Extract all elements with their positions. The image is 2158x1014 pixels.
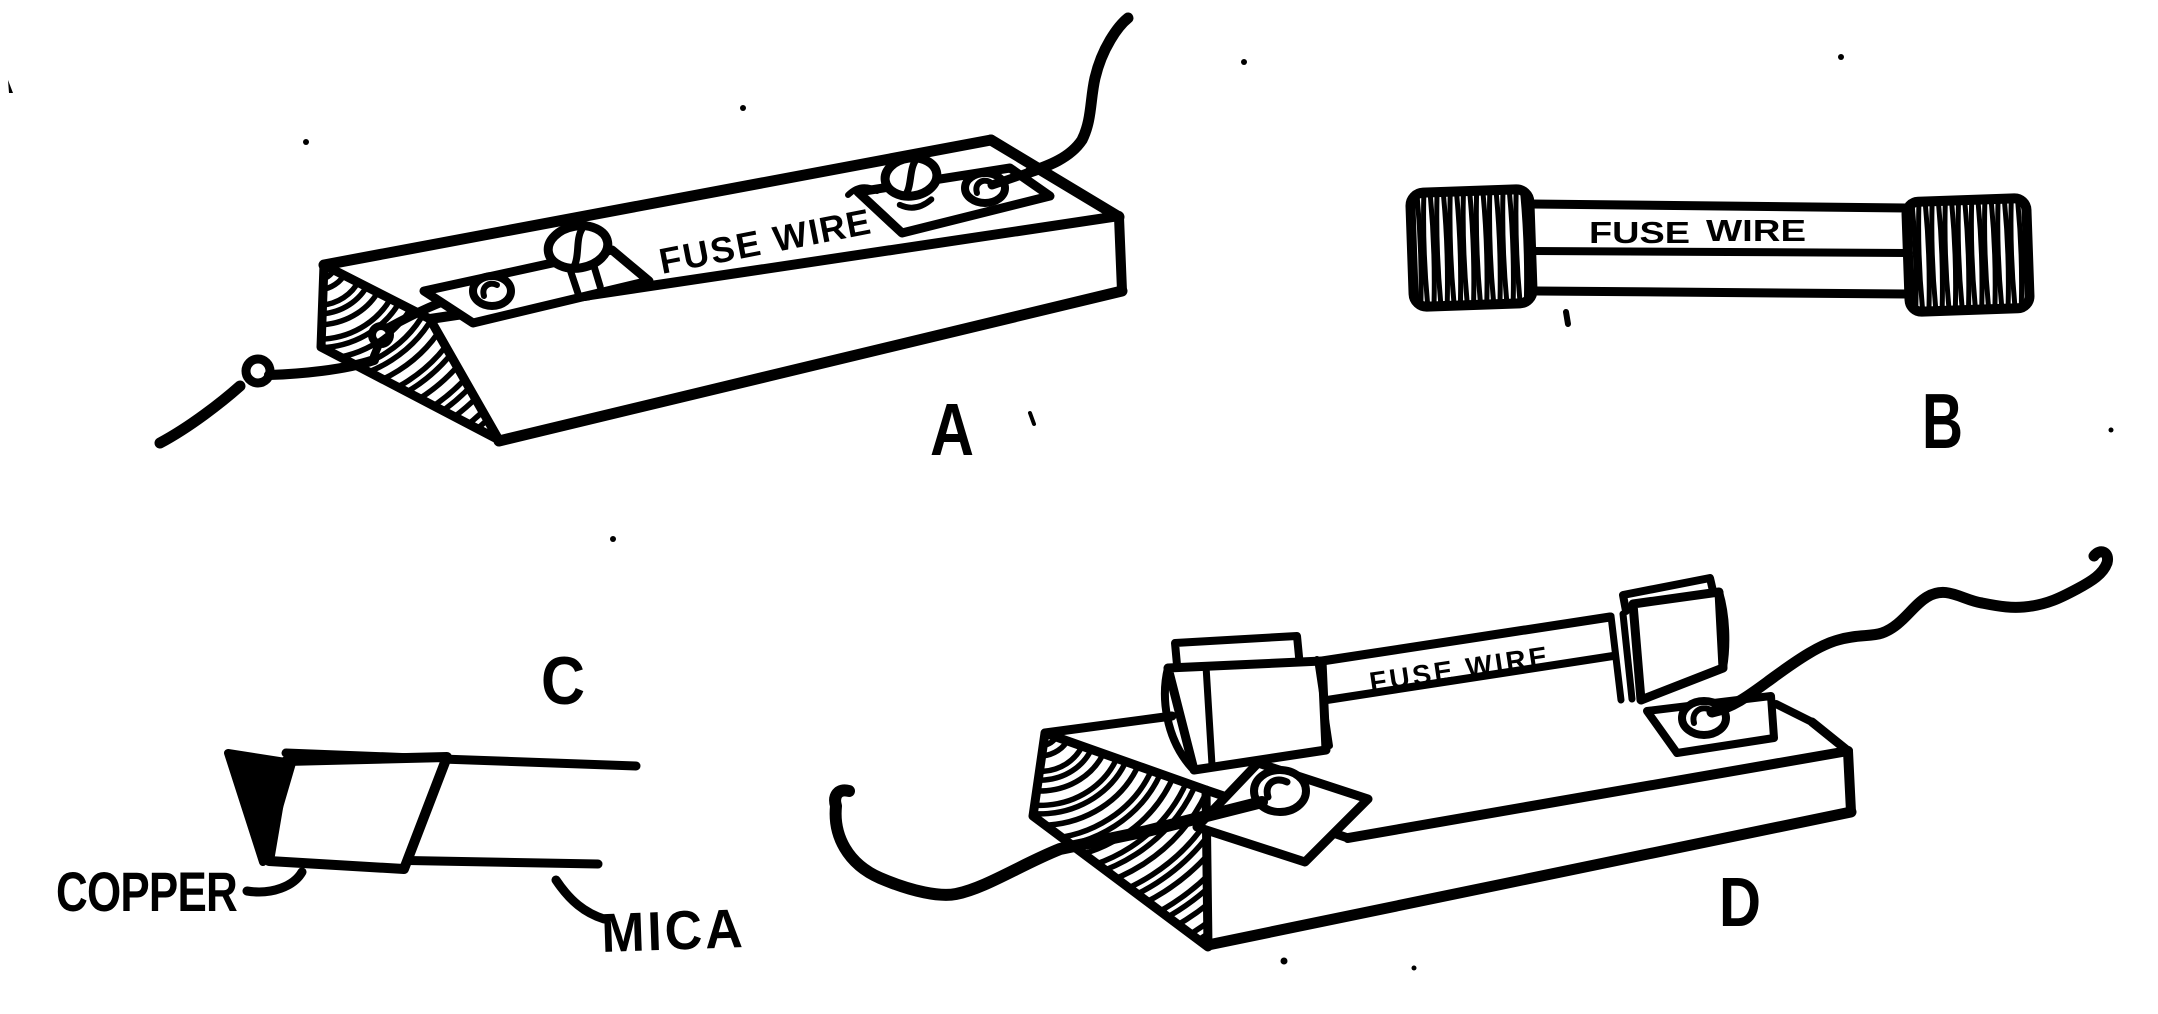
svg-text:WIRE: WIRE bbox=[1706, 213, 1806, 248]
svg-text:MICA: MICA bbox=[600, 897, 746, 964]
svg-text:FUSE: FUSE bbox=[1589, 215, 1690, 250]
svg-text:A: A bbox=[930, 388, 974, 471]
svg-text:C: C bbox=[541, 643, 585, 719]
svg-text:COPPER: COPPER bbox=[56, 860, 237, 923]
svg-text:D: D bbox=[1719, 863, 1761, 941]
svg-text:B: B bbox=[1922, 377, 1963, 465]
